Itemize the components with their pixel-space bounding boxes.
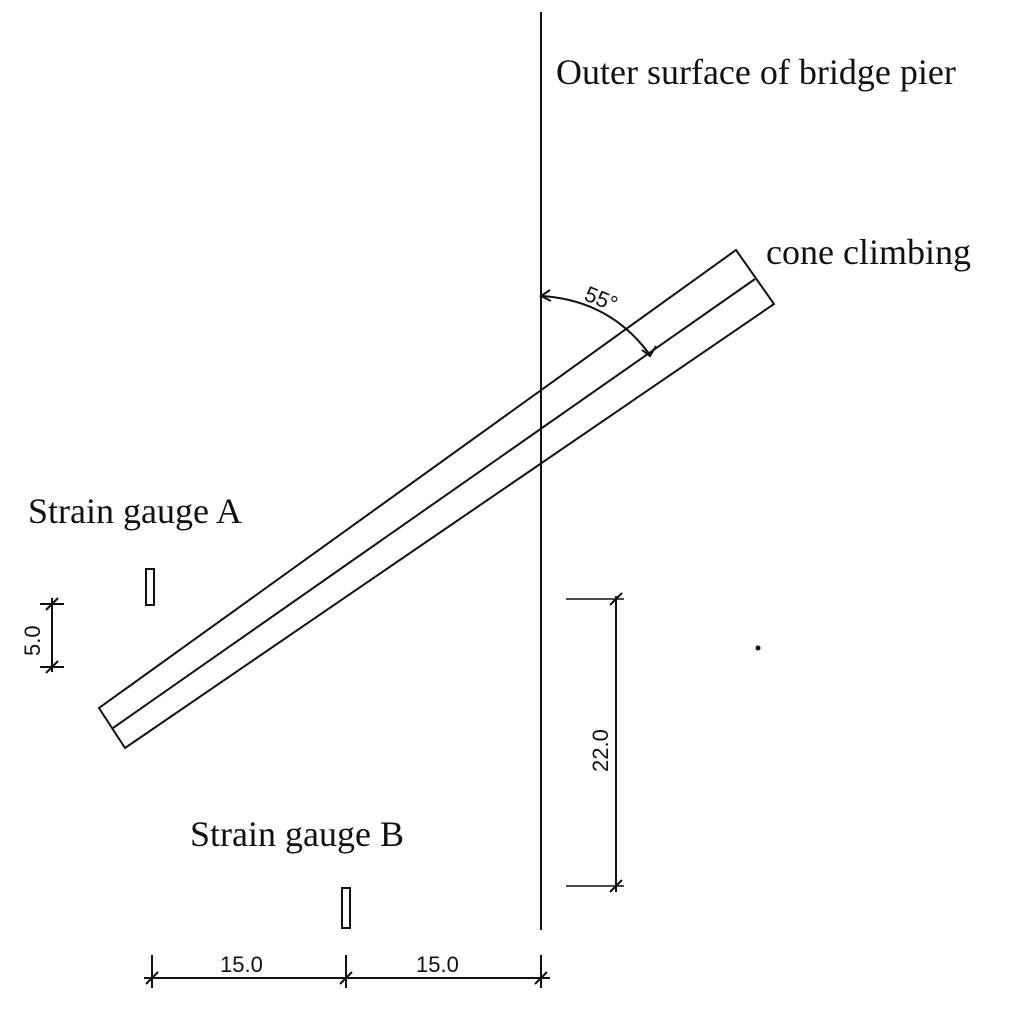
dim-5-slash-top (45, 597, 59, 611)
cone-rod-outline (97, 248, 776, 750)
strain-gauge-b-label: Strain gauge B (190, 814, 404, 854)
dim-5-slash-bottom (45, 660, 59, 674)
strain-gauge-b-marker (341, 887, 351, 929)
dim-22-slash-bottom (609, 879, 623, 893)
dim-h-slash-right (534, 971, 548, 985)
pier-surface-label: Outer surface of bridge pier (556, 52, 956, 92)
angle-arc (540, 295, 651, 356)
dim-22-label: 22.0 (588, 729, 613, 772)
cone-climbing-label: cone climbing (766, 232, 971, 272)
dim-h-slash-left (145, 971, 159, 985)
strain-gauge-a-marker (145, 568, 155, 606)
angle-arrow-left (539, 289, 552, 302)
angle-label: 55° (581, 281, 621, 317)
dim-22-slash-top (609, 592, 623, 606)
dim-5-label: 5.0 (20, 625, 45, 656)
dim-h-slash-mid (339, 971, 353, 985)
dim-h-right-label: 15.0 (416, 952, 459, 977)
strain-gauge-a-label: Strain gauge A (28, 491, 242, 531)
stray-dot (755, 645, 761, 651)
angle-arrow-right (641, 345, 657, 358)
dim-h-left-label: 15.0 (220, 952, 263, 977)
